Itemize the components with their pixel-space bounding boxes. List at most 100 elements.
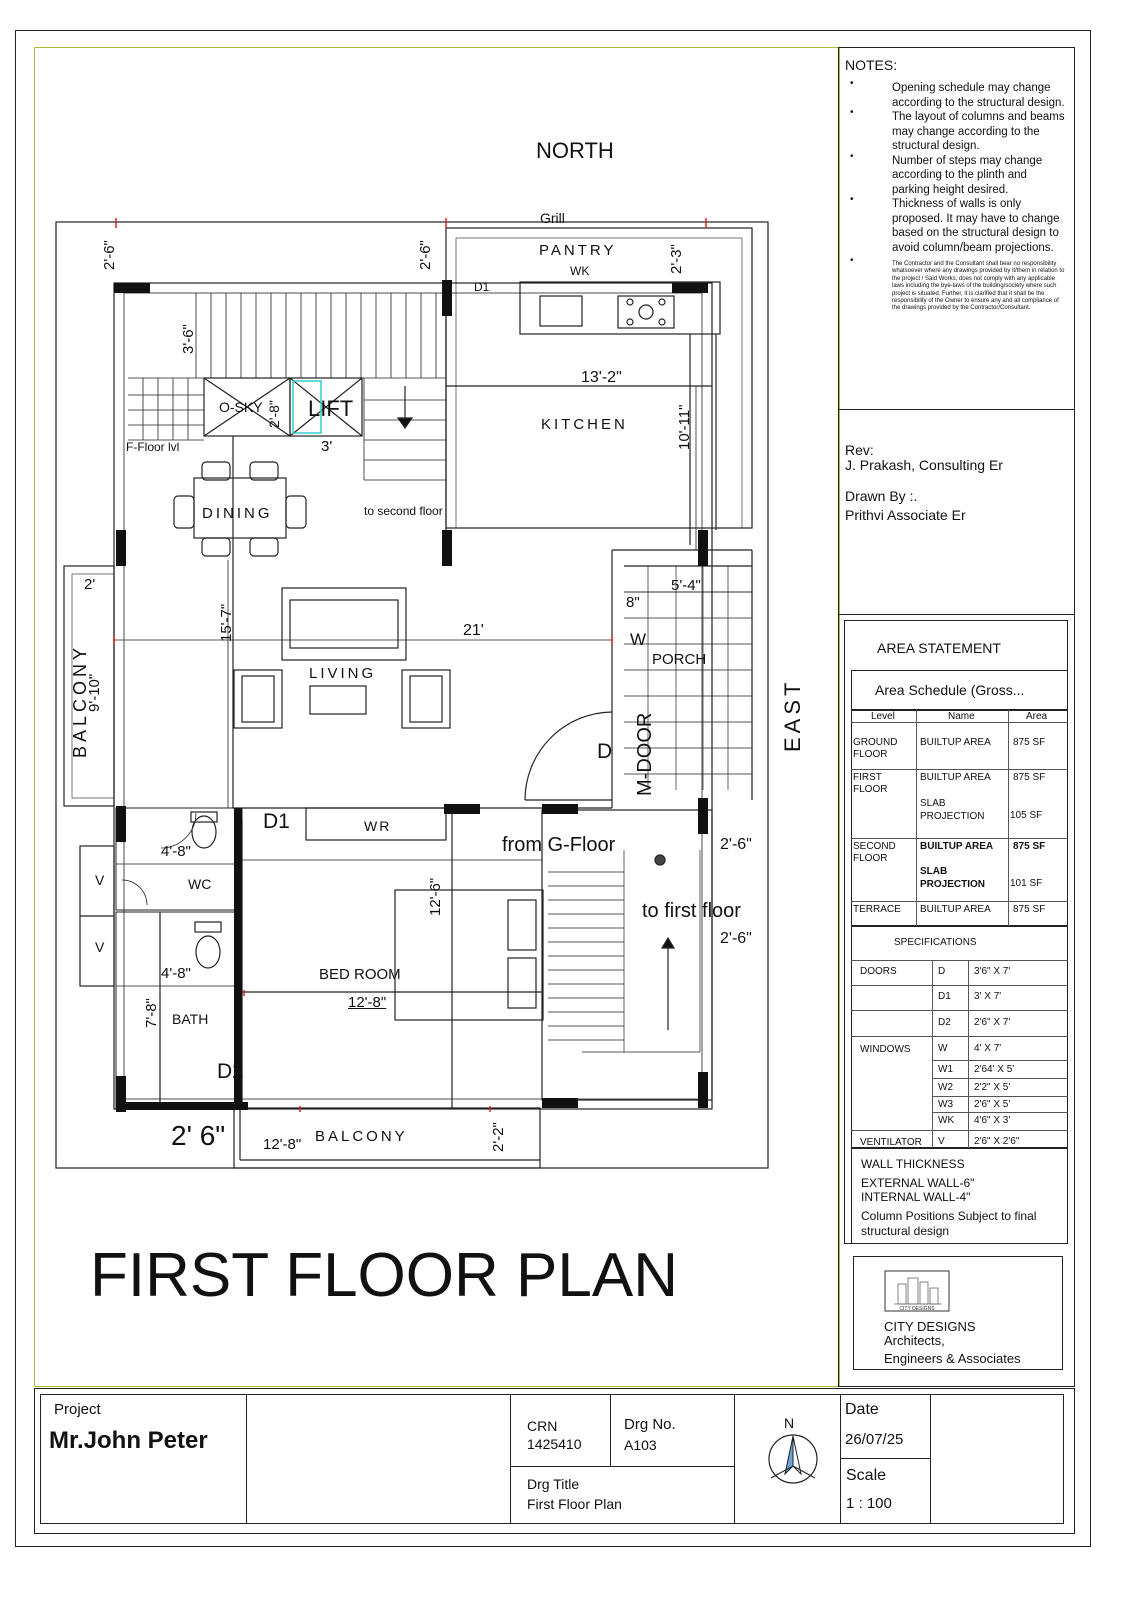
row-divider — [851, 901, 1068, 902]
dim-9-10: 9'-10" — [86, 673, 103, 712]
logo-box — [853, 1256, 1063, 1370]
spec-size: 4' X 7' — [974, 1043, 1002, 1054]
door-label-d1-pantry: D1 — [474, 280, 490, 294]
spec-code: W — [938, 1043, 948, 1054]
area-row-level: TERRACE — [853, 904, 901, 915]
spec-code: W3 — [938, 1099, 953, 1110]
tb-col — [610, 1394, 611, 1466]
spec-code: W2 — [938, 1082, 953, 1093]
room-label-wk: WK — [570, 264, 590, 278]
col-header-level: Level — [871, 711, 895, 722]
drg-title-label: Drg Title — [527, 1476, 580, 1492]
area-heading: AREA STATEMENT — [877, 640, 1001, 656]
room-label-bath: BATH — [172, 1011, 209, 1027]
spec-row-divider — [932, 1060, 1068, 1061]
spec-code: D2 — [938, 1017, 951, 1028]
dim-12-8-balcony: 12'-8" — [263, 1136, 302, 1153]
room-label-wc: WC — [188, 876, 212, 892]
spec-row-divider — [932, 1096, 1068, 1097]
col-divider — [916, 710, 917, 926]
area-row-area: 875 SF — [1013, 737, 1046, 748]
dim-2-6-right-lower: 2'-6" — [720, 930, 752, 947]
dim-4-8-bath: 4'-8" — [161, 965, 191, 982]
date-value: 26/07/25 — [845, 1431, 904, 1448]
spec-size: 3' X 7' — [974, 991, 1002, 1002]
spec-doors-label: DOORS — [860, 966, 897, 977]
area-row-area: 875 SF — [1013, 841, 1046, 852]
vent-label-2: V — [95, 939, 105, 955]
spec-size: 2'2" X 5' — [974, 1082, 1011, 1093]
dim-2: 2' — [84, 576, 96, 593]
spec-size: 2'6" X 2'6" — [974, 1136, 1020, 1147]
site-boundary — [55, 221, 769, 1169]
spec-size: 2'6" X 5' — [974, 1099, 1011, 1110]
area-row-name: SLAB PROJECTION — [920, 866, 986, 890]
dim-7-8: 7'-8" — [143, 998, 160, 1028]
note-item: Number of steps may change according to … — [844, 150, 1066, 198]
column-note: Column Positions Subject to final struct… — [861, 1209, 1037, 1238]
crn-label: CRN — [527, 1418, 558, 1434]
spec-code: D1 — [938, 991, 951, 1002]
note-fine-print: The Contractor and the Consultant shall … — [844, 257, 1066, 313]
area-row-name: BUILTUP AREA — [920, 841, 994, 852]
drawing-title: FIRST FLOOR PLAN — [90, 1241, 678, 1310]
spec-size: 4'6" X 3' — [974, 1115, 1011, 1126]
north-arrow-icon — [768, 1434, 818, 1484]
spec-code: W1 — [938, 1064, 953, 1075]
door-label-d1-wr: D1 — [263, 810, 290, 833]
spec-size: 2'64' X 5' — [974, 1064, 1015, 1075]
wall-heading: WALL THICKNESS — [861, 1157, 965, 1171]
room-label-dining: DINING — [202, 505, 273, 522]
spec-row-divider — [851, 1010, 1068, 1011]
divider — [838, 614, 1075, 615]
dim-12-6: 12'-6" — [427, 877, 444, 916]
dim-3: 3' — [321, 438, 333, 455]
room-label-lift: LIFT — [308, 396, 354, 421]
dim-2-6-top-mid: 2'-6" — [417, 240, 434, 270]
spec-size: 3'6" X 7' — [974, 966, 1011, 977]
dim-2-6-top-left: 2'-6" — [101, 240, 118, 270]
rev-label: Rev: — [845, 442, 874, 458]
tb-col — [840, 1394, 841, 1524]
door-label-d2: D2 — [217, 1060, 244, 1083]
specifications-table — [851, 926, 1068, 1148]
outer-border — [15, 30, 1091, 1547]
dim-13-2: 13'-2" — [581, 369, 622, 386]
room-label-kitchen: KITCHEN — [541, 416, 628, 433]
notes-box: NOTES: Opening schedule may change accor… — [838, 47, 1075, 410]
row-divider — [851, 769, 1068, 770]
area-schedule-title-box — [851, 670, 1068, 710]
row-divider — [851, 722, 1068, 723]
spec-code: D — [938, 966, 946, 977]
dim-2-8: 2'-8" — [266, 400, 282, 428]
spec-vent-label: VENTILATOR — [860, 1137, 922, 1148]
area-row-name: BUILTUP AREA — [920, 737, 991, 748]
vent-label-1: V — [95, 872, 105, 888]
project-name: Mr.John Peter — [49, 1427, 208, 1454]
area-row-name: SLAB PROJECTION — [920, 798, 985, 822]
stair-label-to-second: to second floor — [364, 504, 443, 518]
area-schedule-title: Area Schedule (Gross... — [875, 682, 1025, 698]
spec-row-divider — [851, 960, 1068, 961]
dim-3-6: 3'-6" — [180, 324, 197, 354]
col-header-name: Name — [948, 711, 975, 722]
drawn-by-value: Prithvi Associate Er — [845, 507, 966, 523]
scale-label: Scale — [846, 1467, 887, 1484]
spec-row-divider — [851, 1036, 1068, 1037]
area-row-name: BUILTUP AREA — [920, 904, 991, 915]
tb-col — [734, 1394, 735, 1524]
dim-21: 21' — [463, 622, 484, 639]
room-label-osky: O-SKY — [219, 399, 263, 415]
spec-windows-label: WINDOWS — [860, 1044, 911, 1055]
area-row-area: 101 SF — [1010, 878, 1043, 889]
logo-line-3: Engineers & Associates — [884, 1351, 1021, 1366]
area-row-name: BUILTUP AREA — [920, 772, 991, 783]
note-item: Thickness of walls is only proposed. It … — [844, 193, 1066, 255]
north-arrow-letter: N — [784, 1415, 795, 1431]
room-label-wr: WR — [364, 818, 392, 834]
row-divider — [851, 838, 1068, 839]
tb-divider — [40, 1394, 1064, 1524]
tb-row — [510, 1466, 734, 1467]
dim-10-11: 10'-11" — [676, 404, 693, 450]
